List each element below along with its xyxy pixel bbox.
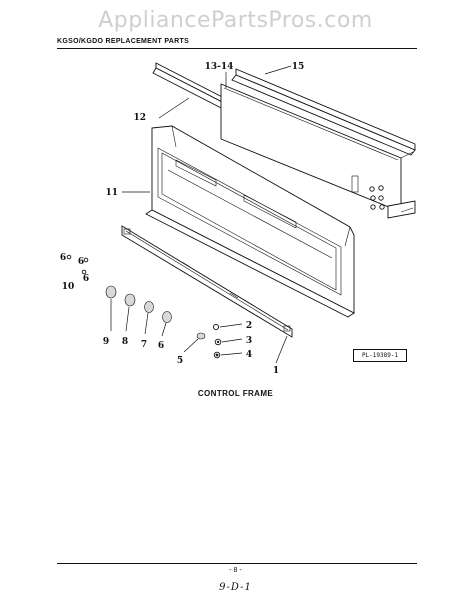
knob-6: [162, 311, 172, 323]
callout-6-b: 6: [78, 257, 84, 267]
page-number: - 8 -: [229, 567, 242, 574]
callout-10: 10: [62, 282, 75, 292]
callout-12: 12: [133, 113, 146, 123]
nut-3: [214, 338, 222, 346]
drawing-reference-code: PL-19389-1: [353, 349, 407, 362]
leader-lines: [110, 65, 292, 364]
part-15-rail: [231, 68, 416, 219]
screw-5: [196, 332, 206, 340]
callout-7: 7: [141, 340, 147, 350]
part-11-control-frame: [145, 125, 355, 318]
callout-3: 3: [246, 336, 252, 346]
diagram-caption: CONTROL FRAME: [197, 389, 274, 398]
knob-9: [105, 285, 117, 299]
callout-15: 15: [292, 62, 305, 72]
callout-5: 5: [177, 356, 183, 366]
nut-4: [213, 351, 221, 359]
washer-2: [212, 323, 220, 331]
callout-6-a: 6: [60, 253, 66, 263]
header-rule: [57, 48, 417, 49]
callout-4: 4: [246, 350, 252, 360]
callout-9: 9: [103, 337, 109, 347]
callout-8: 8: [122, 337, 128, 347]
callout-2: 2: [246, 321, 252, 331]
page-header: KGSO/KGDO REPLACEMENT PARTS: [57, 38, 190, 45]
callout-11: 11: [105, 188, 118, 198]
callout-6-c: 6: [83, 274, 89, 284]
handwritten-reference: 9-D-1: [219, 582, 252, 593]
callout-1: 1: [273, 366, 279, 376]
watermark: AppliancePartsPros.com: [98, 8, 373, 33]
callout-6-d: 6: [158, 341, 164, 351]
callout-13-14: 13-14: [205, 62, 234, 72]
knob-7: [144, 301, 154, 313]
part-1-lower-strip: [121, 225, 293, 338]
footer-rule: [57, 563, 417, 564]
small-parts-6-10: [66, 254, 89, 275]
knob-8: [124, 293, 136, 307]
